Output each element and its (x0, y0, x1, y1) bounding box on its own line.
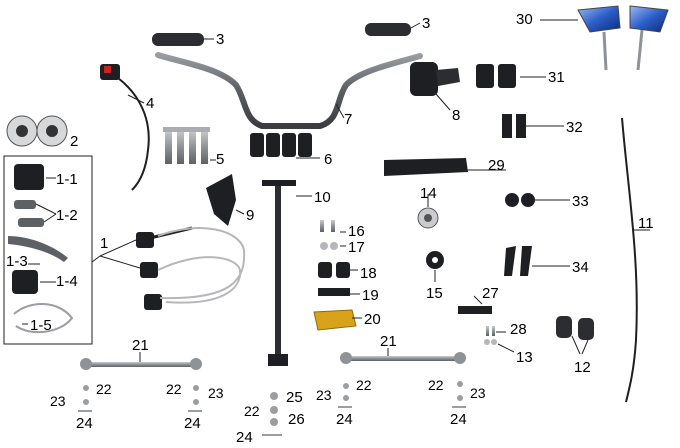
label-30: 30 (516, 11, 533, 28)
part-21-tie-rod-left (80, 358, 202, 370)
label-6: 6 (324, 151, 332, 168)
part-9-bracket (206, 174, 236, 226)
part-17-nuts (320, 242, 338, 250)
label-9: 9 (246, 207, 254, 224)
label-12: 12 (574, 359, 591, 376)
label-28: 28 (510, 321, 527, 338)
part-1-brake-assembly (136, 226, 246, 310)
label-8: 8 (452, 107, 460, 124)
part-2-brake-discs (6, 115, 68, 147)
part-18-clamp (318, 262, 350, 278)
part-6-clamps (250, 133, 312, 157)
label-4: 4 (146, 95, 154, 112)
label-21b: 21 (380, 333, 397, 350)
label-23a: 23 (50, 393, 66, 409)
part-12-boots (556, 316, 594, 340)
label-2: 2 (70, 133, 78, 150)
label-1-4: 1-4 (56, 273, 78, 290)
label-24a: 24 (76, 415, 93, 432)
part-30-mirrors (577, 5, 669, 71)
label-24c: 24 (336, 411, 353, 428)
label-10: 10 (314, 189, 331, 206)
part-11-cable (621, 117, 638, 403)
hardware-right (338, 381, 466, 408)
part-29-bracket (384, 158, 468, 176)
label-23b: 23 (208, 385, 224, 401)
part-10-steering-column (262, 180, 296, 366)
part-16-bolts (320, 220, 335, 232)
label-27: 27 (482, 285, 499, 302)
label-16: 16 (348, 223, 365, 240)
label-22b: 22 (166, 381, 182, 397)
label-5: 5 (216, 151, 224, 168)
label-24d: 24 (450, 411, 467, 428)
part-13-nuts (484, 339, 497, 345)
label-1-1: 1-1 (56, 171, 78, 188)
label-23c: 23 (316, 387, 332, 403)
hardware-center (262, 392, 282, 436)
part-32-brackets (502, 114, 526, 138)
part-5-bolts (163, 127, 210, 164)
label-1: 1 (100, 235, 108, 252)
label-32: 32 (566, 119, 583, 136)
label-24e: 24 (236, 429, 253, 446)
part-1-5-hose (13, 302, 74, 334)
label-1-5: 1-5 (30, 317, 52, 334)
part-4-switch (100, 64, 150, 191)
leader-lines (22, 19, 650, 362)
part-20-gold-bracket (313, 309, 357, 331)
label-25: 25 (286, 389, 303, 406)
label-18: 18 (360, 265, 377, 282)
label-22c: 22 (356, 377, 372, 393)
label-33: 33 (572, 193, 589, 210)
label-1-3: 1-3 (6, 253, 28, 270)
part-31-brackets (476, 64, 516, 88)
label-19: 19 (362, 287, 379, 304)
part-15-washer (426, 251, 444, 269)
label-13: 13 (516, 349, 533, 366)
label-24b: 24 (184, 415, 201, 432)
label-17: 17 (348, 239, 365, 256)
part-7-handlebar (155, 52, 423, 129)
label-22d: 22 (428, 377, 444, 393)
part-34-hooks (504, 246, 532, 276)
part-14-bearing (417, 207, 439, 229)
label-31: 31 (548, 69, 565, 86)
part-1-2-pads (14, 200, 44, 227)
part-33-caps (505, 193, 535, 207)
part-1-1-caliper (14, 164, 44, 190)
part-28-bolts (486, 326, 495, 336)
label-3a: 3 (216, 31, 224, 48)
label-11: 11 (638, 215, 654, 232)
label-29: 29 (488, 157, 505, 174)
part-1-3-lever (8, 236, 68, 262)
hardware-left (78, 385, 202, 412)
part-27-plate (458, 306, 492, 314)
label-21a: 21 (132, 337, 149, 354)
part-3-grip-right (365, 23, 411, 36)
label-7: 7 (344, 111, 352, 128)
label-1-2: 1-2 (56, 207, 78, 224)
label-14: 14 (420, 185, 437, 202)
label-22e: 22 (244, 403, 260, 419)
label-34: 34 (572, 259, 589, 276)
label-20: 20 (364, 311, 381, 328)
label-22a: 22 (96, 381, 112, 397)
brake-assembly-box (3, 155, 93, 345)
label-15: 15 (426, 285, 443, 302)
part-21-tie-rod-right (340, 352, 466, 364)
label-23d: 23 (470, 385, 486, 401)
part-1-4-master-cylinder (12, 270, 38, 294)
label-26: 26 (288, 411, 305, 428)
part-8-throttle (410, 62, 460, 96)
part-3-grip-left (152, 33, 204, 46)
label-3b: 3 (422, 15, 430, 32)
part-labels: 1 1-1 1-2 1-3 1-4 1-5 2 3 3 4 5 6 7 8 9 … (6, 11, 654, 446)
part-19-plate (318, 288, 350, 296)
